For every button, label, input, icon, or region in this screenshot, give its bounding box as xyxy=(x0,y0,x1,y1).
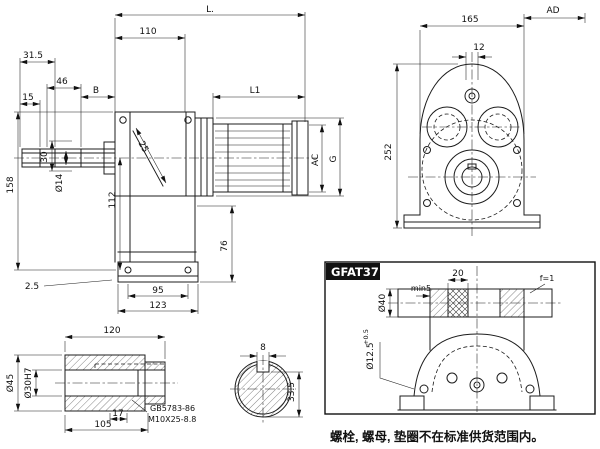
dim-20: 20 xyxy=(452,269,464,279)
dim-phi12-5-tolerance: +0.5 xyxy=(362,329,370,345)
dim-30: 30 xyxy=(40,151,50,163)
dim-76: 76 xyxy=(220,240,230,252)
dim-phi14: Ø14 xyxy=(54,173,65,192)
dim-110: 110 xyxy=(139,27,156,37)
dim-phi12-5: Ø12.5 xyxy=(365,342,376,369)
dim-AD: AD xyxy=(546,6,559,16)
dim-252: 252 xyxy=(384,143,394,160)
model-label-plate xyxy=(326,263,380,280)
dim-G: G xyxy=(329,155,339,162)
dim-17: 17 xyxy=(112,409,123,419)
label-gb5783: GB5783-86 xyxy=(150,404,195,413)
dim-AC: AC xyxy=(311,154,321,166)
dim-31-5: 31.5 xyxy=(23,51,43,61)
dim-46: 46 xyxy=(56,77,68,87)
dim-B: B xyxy=(93,86,99,96)
dim-105: 105 xyxy=(94,420,111,430)
dim-2-5: 2.5 xyxy=(25,282,39,292)
dim-165: 165 xyxy=(461,15,478,25)
front-view: 165 AD 12 252 xyxy=(384,6,586,236)
dim-L1: L1 xyxy=(250,86,261,96)
dim-phi40: Ø40 xyxy=(377,293,388,312)
detail-box: GFAT37 20 min5 f=1 Ø40 Ø12.5 +0.5 xyxy=(324,261,596,415)
dim-min5: min5 xyxy=(411,284,431,293)
model-label: GFAT37 xyxy=(331,265,379,279)
hollow-shaft-view: 120 Ø45 Ø30H7 17 105 GB5783-86 M10X25-8.… xyxy=(5,326,196,433)
dim-8: 8 xyxy=(260,343,266,353)
dim-phi30H7: Ø30H7 xyxy=(23,367,34,398)
dim-158: 158 xyxy=(6,176,16,193)
label-bolt-spec: M10X25-8.8 xyxy=(148,415,196,424)
dim-overall-length: L. xyxy=(206,5,214,15)
shaft-section-view: 8 33.5 xyxy=(230,343,303,423)
dim-123: 123 xyxy=(149,301,166,311)
dim-25: 25 xyxy=(136,140,150,155)
dim-95: 95 xyxy=(152,286,163,296)
dim-33-5: 33.5 xyxy=(287,382,297,402)
dim-112: 112 xyxy=(108,191,118,208)
supply-scope-note: 螺栓, 螺母, 垫圈不在标准供货范围内。 xyxy=(330,429,544,444)
dim-12: 12 xyxy=(473,43,484,53)
dim-f1: f=1 xyxy=(540,274,555,283)
dim-phi45: Ø45 xyxy=(5,374,16,393)
side-view: L. 110 31.5 46 15 B L1 158 30 Ø14 25 112… xyxy=(6,5,344,314)
dim-120: 120 xyxy=(103,326,120,336)
dim-15: 15 xyxy=(22,93,33,103)
